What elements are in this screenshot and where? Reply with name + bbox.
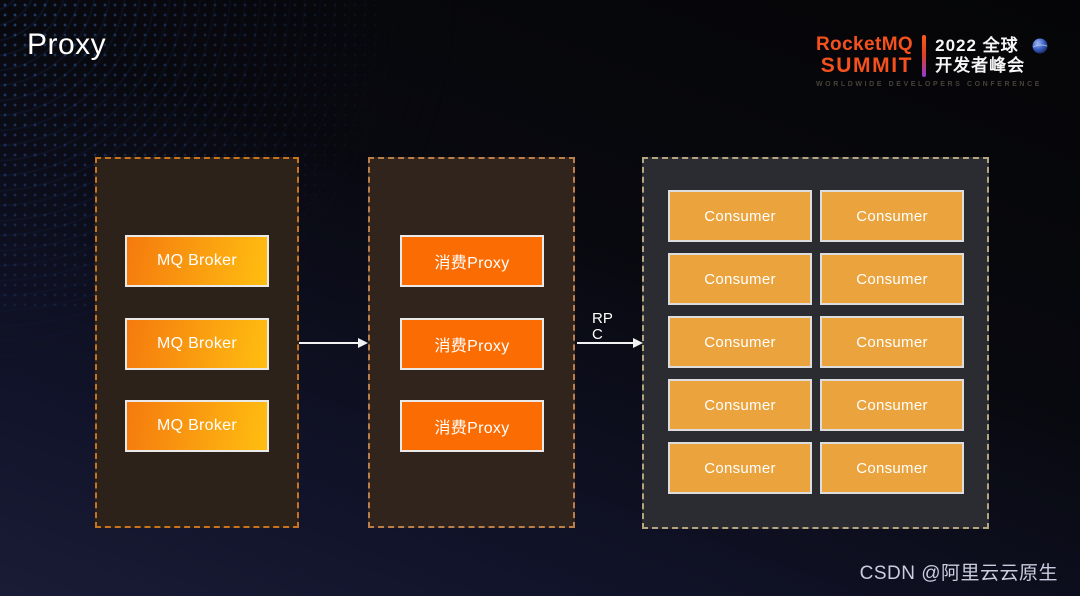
arrow-head-icon xyxy=(633,338,643,348)
logo-brand-rocketmq: RocketMQ xyxy=(815,34,914,55)
arrow-head-icon xyxy=(358,338,368,348)
arrow-proxy-to-consumer xyxy=(577,337,643,349)
consume-proxy-box-3: 消费Proxy xyxy=(400,400,544,452)
consumer-box-3: Consumer xyxy=(668,253,812,305)
proxy-panel: 消费Proxy 消费Proxy 消费Proxy xyxy=(368,157,575,528)
consumer-box-1: Consumer xyxy=(668,190,812,242)
consumer-box-8: Consumer xyxy=(820,379,964,431)
logo-event-year: 2022 全球 xyxy=(935,35,1019,55)
logo-divider xyxy=(922,35,927,77)
consume-proxy-box-2: 消费Proxy xyxy=(400,318,544,370)
logo-brand: RocketMQ SUMMIT xyxy=(816,35,913,77)
logo-event: 2022 全球 开发者峰会 xyxy=(935,35,1048,76)
rpc-label-line2: C xyxy=(592,326,603,343)
mq-broker-box-2: MQ Broker xyxy=(125,318,269,370)
consumer-box-6: Consumer xyxy=(820,316,964,368)
watermark: CSDN @阿里云云原生 xyxy=(859,563,1058,584)
logo-row: RocketMQ SUMMIT 2022 全球 开发者峰会 xyxy=(816,35,1048,77)
consumer-grid: Consumer Consumer Consumer Consumer Cons… xyxy=(668,190,990,494)
mq-broker-box-1: MQ Broker xyxy=(125,235,269,287)
consumer-box-2: Consumer xyxy=(820,190,964,242)
logo-tagline: WORLDWIDE DEVELOPERS CONFERENCE xyxy=(815,81,1042,88)
arrow-broker-to-proxy xyxy=(299,337,368,349)
consume-proxy-box-1: 消费Proxy xyxy=(400,235,544,287)
consumer-box-4: Consumer xyxy=(820,253,964,305)
rpc-label: RP C xyxy=(592,311,613,343)
logo-brand-summit: SUMMIT xyxy=(820,53,914,77)
logo-event-name: 开发者峰会 xyxy=(935,56,1026,75)
rocketmq-summit-logo: RocketMQ SUMMIT 2022 全球 开发者峰会 WORLDWIDE … xyxy=(815,35,1048,88)
rpc-label-line1: RP xyxy=(592,310,613,327)
consumer-panel: Consumer Consumer Consumer Consumer Cons… xyxy=(642,157,989,529)
consumer-box-7: Consumer xyxy=(668,379,812,431)
mq-broker-box-3: MQ Broker xyxy=(125,400,269,452)
consumer-box-10: Consumer xyxy=(820,442,964,494)
broker-panel: MQ Broker MQ Broker MQ Broker xyxy=(95,157,299,528)
planet-icon xyxy=(1032,38,1048,54)
page-title: Proxy xyxy=(27,28,107,61)
arrow-line xyxy=(299,342,358,344)
consumer-box-5: Consumer xyxy=(668,316,812,368)
consumer-box-9: Consumer xyxy=(668,442,812,494)
arrow-line xyxy=(577,342,633,344)
